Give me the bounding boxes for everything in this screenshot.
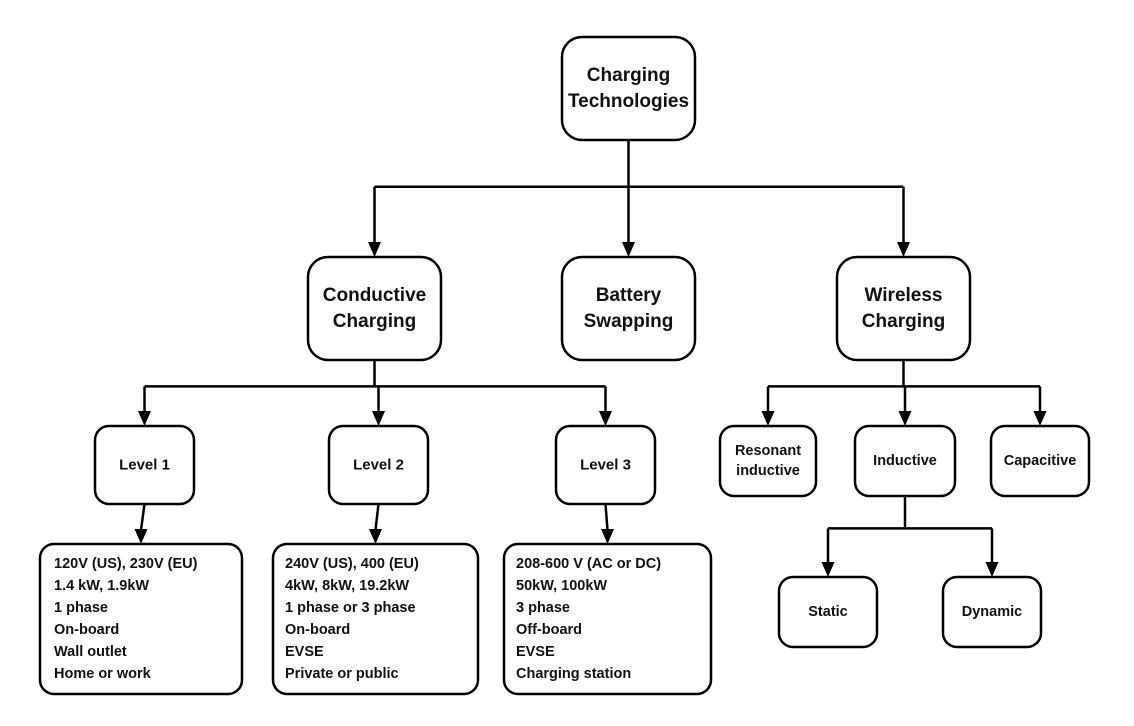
node-box (718, 424, 818, 498)
edges-layer (134, 140, 1047, 577)
arrowhead (369, 529, 382, 544)
node-box (835, 255, 972, 362)
node-static: Static (777, 575, 879, 649)
node-label-line: Dynamic (962, 604, 1022, 620)
node-label-line: EVSE (285, 644, 324, 660)
node-label-line: Home or work (54, 666, 152, 682)
node-label-line: Charging (862, 311, 945, 332)
node-box (777, 575, 879, 649)
arrowhead (368, 242, 381, 257)
node-label-line: Static (808, 604, 848, 620)
nodes-layer: ChargingTechnologiesConductiveChargingBa… (38, 35, 1091, 696)
node-level3-specs: 208-600 V (AC or DC) 50kW, 100kW 3 phaseOf… (502, 542, 713, 696)
node-box (271, 542, 480, 696)
node-box (38, 542, 244, 696)
arrowhead (1033, 411, 1047, 426)
node-box (941, 575, 1043, 649)
node-label-line: 1.4 kW, 1.9kW (54, 578, 149, 594)
node-label-line: 4kW, 8kW, 19.2kW (285, 578, 409, 594)
node-label-line: Technologies (568, 91, 689, 112)
node-label-line: 1 phase or 3 phase (285, 600, 416, 616)
connector-line (139, 503, 146, 531)
node-label-line: 120V (US), 230V (EU) (54, 556, 198, 572)
node-label-line: 50kW, 100kW (516, 578, 607, 594)
node-box (554, 424, 657, 506)
connector-line (374, 503, 380, 531)
node-label-line: Charging (333, 311, 416, 332)
arrowhead (134, 529, 148, 544)
node-box (989, 424, 1091, 498)
node-level1-specs: 120V (US), 230V (EU) 1.4 kW, 1.9kW 1 phase… (38, 542, 244, 696)
node-label-line: Charging (587, 65, 670, 86)
arrowhead (821, 562, 835, 577)
node-label-line: On-board (285, 622, 350, 638)
arrowhead (138, 411, 151, 426)
node-capacitive: Capacitive (989, 424, 1091, 498)
connector-line (604, 503, 609, 531)
node-dynamic: Dynamic (941, 575, 1043, 649)
node-label-line: 3 phase (516, 600, 570, 616)
arrowhead (898, 411, 912, 426)
arrowhead (372, 411, 385, 426)
node-label-line: Wireless (865, 285, 943, 306)
node-label-line: On-board (54, 622, 119, 638)
node-box (560, 35, 697, 142)
node-label-line: Private or public (285, 666, 399, 682)
node-level1: Level 1 (93, 424, 196, 506)
node-box (306, 255, 443, 362)
node-box (327, 424, 430, 506)
arrowhead (599, 411, 612, 426)
node-label-line: inductive (736, 463, 800, 479)
node-label-line: Swapping (584, 311, 674, 332)
arrowhead (985, 562, 999, 577)
node-label-line: 208-600 V (AC or DC) (516, 556, 661, 572)
node-label-line: EVSE (516, 644, 555, 660)
node-label-line: 1 phase (54, 600, 108, 616)
node-label-line: Inductive (873, 453, 937, 469)
arrowhead (601, 529, 614, 544)
node-label-line: Off-board (516, 622, 582, 638)
node-label-line: 240V (US), 400 (EU) (285, 556, 419, 572)
node-box (93, 424, 196, 506)
node-level2: Level 2 (327, 424, 430, 506)
node-level3: Level 3 (554, 424, 657, 506)
node-inductive: Inductive (853, 424, 957, 498)
node-box (853, 424, 957, 498)
node-label-line: Charging station (516, 666, 631, 682)
node-label-line: Level 1 (119, 457, 170, 474)
arrowhead (761, 411, 775, 426)
node-label-line: Wall outlet (54, 644, 127, 660)
node-resonant: Resonant inductive (718, 424, 818, 498)
arrowhead (622, 242, 635, 257)
node-label-line: Level 2 (353, 457, 404, 474)
node-label-line: Conductive (323, 285, 426, 306)
node-box (560, 255, 697, 362)
node-label-line: Capacitive (1004, 453, 1077, 469)
node-box (502, 542, 713, 696)
node-label-line: Level 3 (580, 457, 631, 474)
node-label-line: Battery (596, 285, 662, 306)
node-level2-specs: 240V (US), 400 (EU) 4kW, 8kW, 19.2kW 1 pha… (271, 542, 480, 696)
node-label-line: Resonant (735, 443, 801, 459)
arrowhead (897, 242, 910, 257)
